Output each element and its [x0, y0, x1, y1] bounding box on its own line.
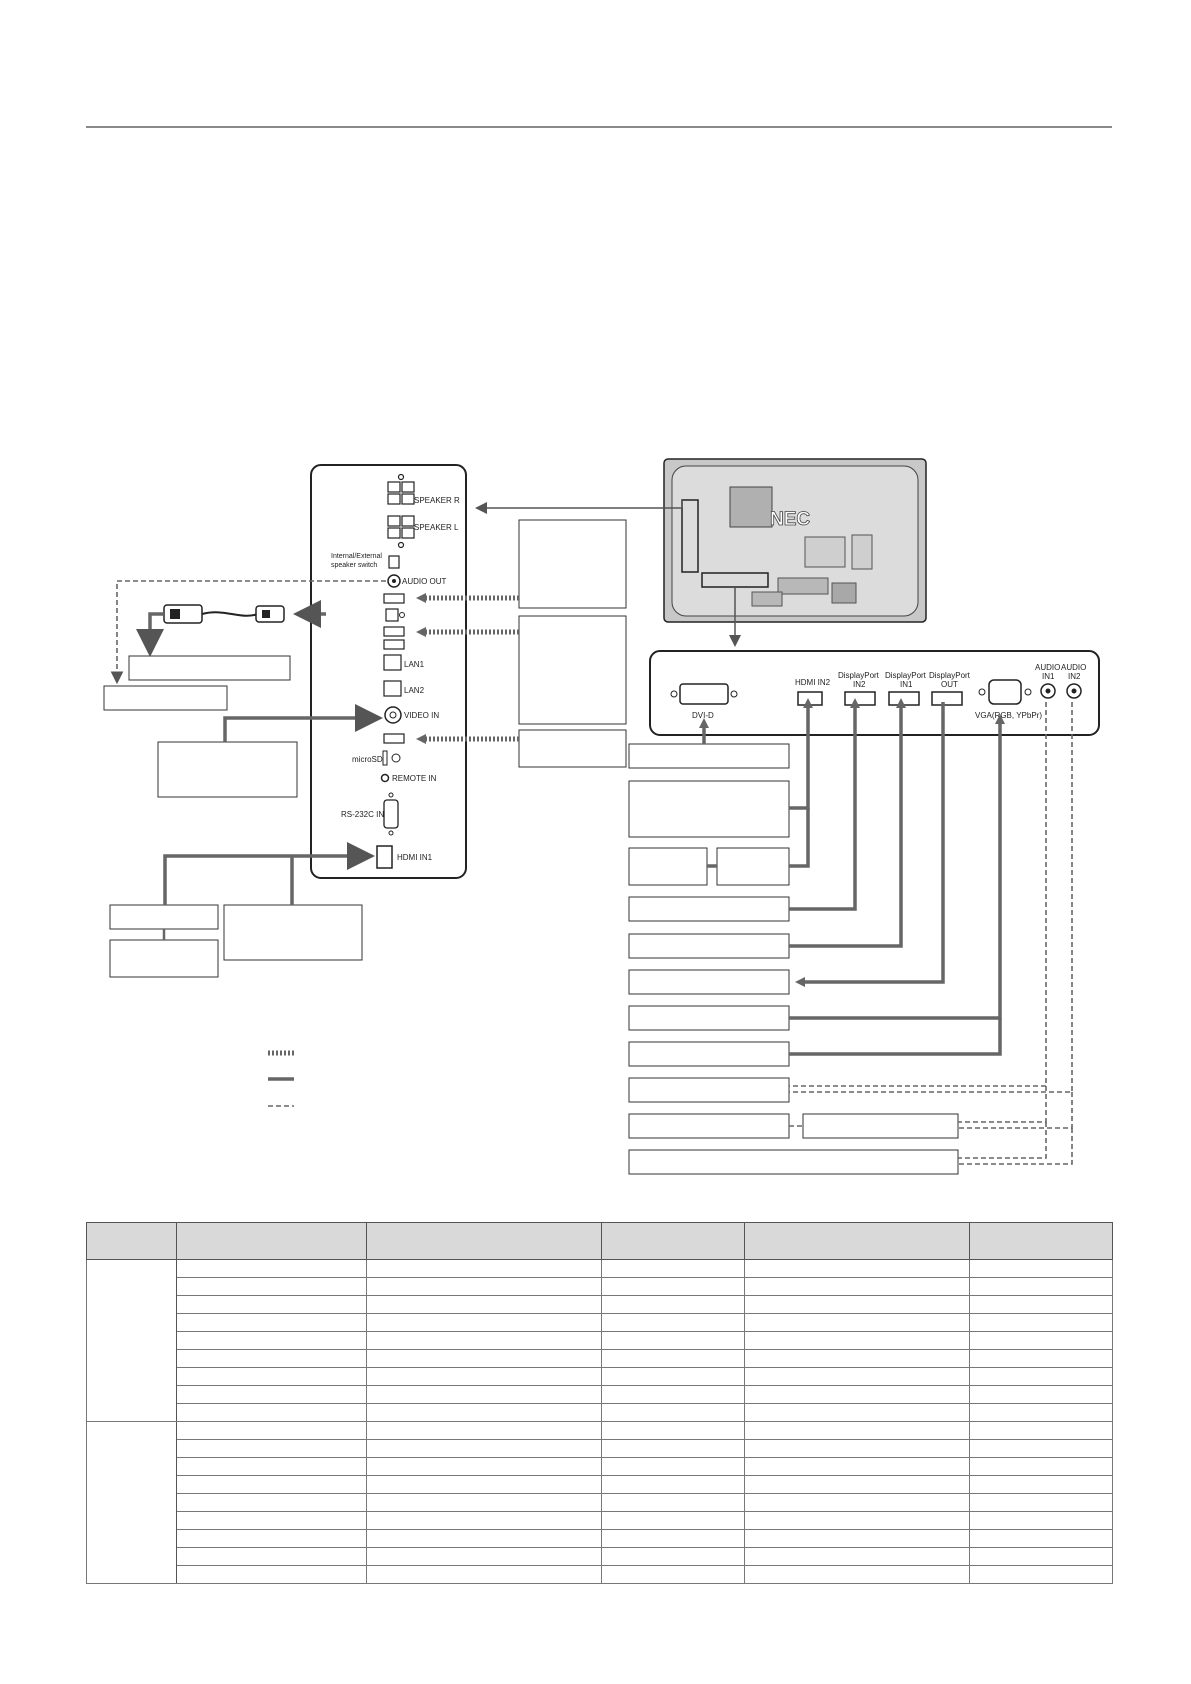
table-header-cell: [969, 1222, 1113, 1260]
table-group-cell: [86, 1421, 177, 1584]
dp-in1-label: DisplayPort: [885, 671, 927, 680]
microsd-slot-icon: [382, 750, 388, 766]
table-header-cell: [601, 1222, 745, 1260]
left-device-boxes: [103, 519, 627, 978]
lan2-label: LAN2: [404, 686, 425, 695]
lan1-label: LAN1: [404, 660, 425, 669]
hdmi-in1-label: HDMI IN1: [397, 853, 433, 862]
video-connection-lines: [702, 702, 1002, 1056]
lan2-port-icon: [383, 680, 402, 697]
table-header-cell: [366, 1222, 602, 1260]
brand-logo-text: NEC: [770, 509, 810, 530]
audio-connection-lines: [789, 702, 1073, 1165]
speaker-r-label: SPEAKER R: [414, 496, 460, 505]
table-row: [87, 1457, 1113, 1476]
table-row: [86, 1259, 1113, 1422]
hdmi-in1-port-icon: [376, 845, 393, 869]
audio-in1-label-2: IN1: [1042, 672, 1055, 681]
table-header-cell: [176, 1222, 367, 1260]
lan1-port-icon: [383, 654, 402, 671]
usb-cable-icon: [163, 604, 285, 624]
table-row: [87, 1367, 1113, 1386]
usb-b-port-icon: [385, 608, 399, 622]
dp-in1-label-2: IN1: [900, 680, 913, 689]
usb-port-icon-4: [383, 733, 405, 744]
table-group-cell: [86, 1259, 177, 1422]
rs232c-label: RS-232C IN: [341, 810, 384, 819]
video-in-label: VIDEO IN: [404, 711, 439, 720]
usb-port-icon: [383, 593, 405, 604]
vga-port-icon: [988, 679, 1022, 705]
hdmi-in2-label: HDMI IN2: [795, 678, 831, 687]
specification-table: [86, 1222, 1113, 1584]
dvi-d-port-icon: [679, 683, 729, 705]
table-row: [87, 1547, 1113, 1566]
table-row: [87, 1529, 1113, 1548]
table-row: [87, 1493, 1113, 1512]
speaker-switch-label: Internal/External: [331, 553, 382, 560]
table-row: [87, 1331, 1113, 1350]
bottom-terminal-panel: DVI-D HDMI IN2 DisplayPort IN2 DisplayPo…: [649, 650, 1100, 736]
dp-in2-label-2: IN2: [853, 680, 866, 689]
table-row: [86, 1421, 1113, 1584]
speaker-switch-label-2: speaker switch: [331, 562, 377, 569]
dp-out-port-icon: [931, 691, 963, 706]
table-row: [87, 1295, 1113, 1314]
remote-in-label: REMOTE IN: [392, 774, 437, 783]
monitor-rear-illustration: NEC: [663, 458, 927, 623]
table-header-row: [86, 1222, 1113, 1260]
audio-in1-label: AUDIO: [1035, 663, 1060, 672]
table-row: [87, 1349, 1113, 1368]
dvi-d-label: DVI-D: [692, 711, 714, 720]
audio-in2-label-2: IN2: [1068, 672, 1081, 681]
vga-label: VGA(RGB, YPbPr): [975, 711, 1042, 720]
table-row: [87, 1565, 1113, 1584]
speaker-terminal-icon: [387, 473, 415, 549]
table-header-cell: [86, 1222, 177, 1260]
table-row: [87, 1385, 1113, 1404]
usb-port-icon-2: [383, 626, 405, 637]
dp-in2-label: DisplayPort: [838, 671, 880, 680]
audio-out-label: AUDIO OUT: [402, 577, 447, 586]
rs232c-port-icon: [383, 799, 399, 829]
table-row: [87, 1439, 1113, 1458]
table-header-cell: [744, 1222, 970, 1260]
dp-in2-port-icon: [844, 691, 876, 706]
usb-port-icon-3: [383, 639, 405, 650]
dp-out-label-2: OUT: [941, 680, 958, 689]
speaker-l-label: SPEAKER L: [414, 523, 459, 532]
table-row: [87, 1277, 1113, 1296]
audio-in2-label: AUDIO: [1061, 663, 1086, 672]
table-row: [87, 1475, 1113, 1494]
table-row: [87, 1511, 1113, 1530]
dp-in1-port-icon: [888, 691, 920, 706]
table-row: [87, 1313, 1113, 1332]
microsd-label: microSD: [352, 755, 383, 764]
table-row: [87, 1403, 1113, 1422]
rear-terminal-panel: SPEAKER R SPEAKER L Internal/External sp…: [310, 464, 467, 879]
remote-in-jack-icon: [380, 773, 390, 783]
speaker-switch-icon: [388, 555, 400, 569]
dp-out-label: DisplayPort: [929, 671, 971, 680]
legend: [268, 1050, 294, 1107]
